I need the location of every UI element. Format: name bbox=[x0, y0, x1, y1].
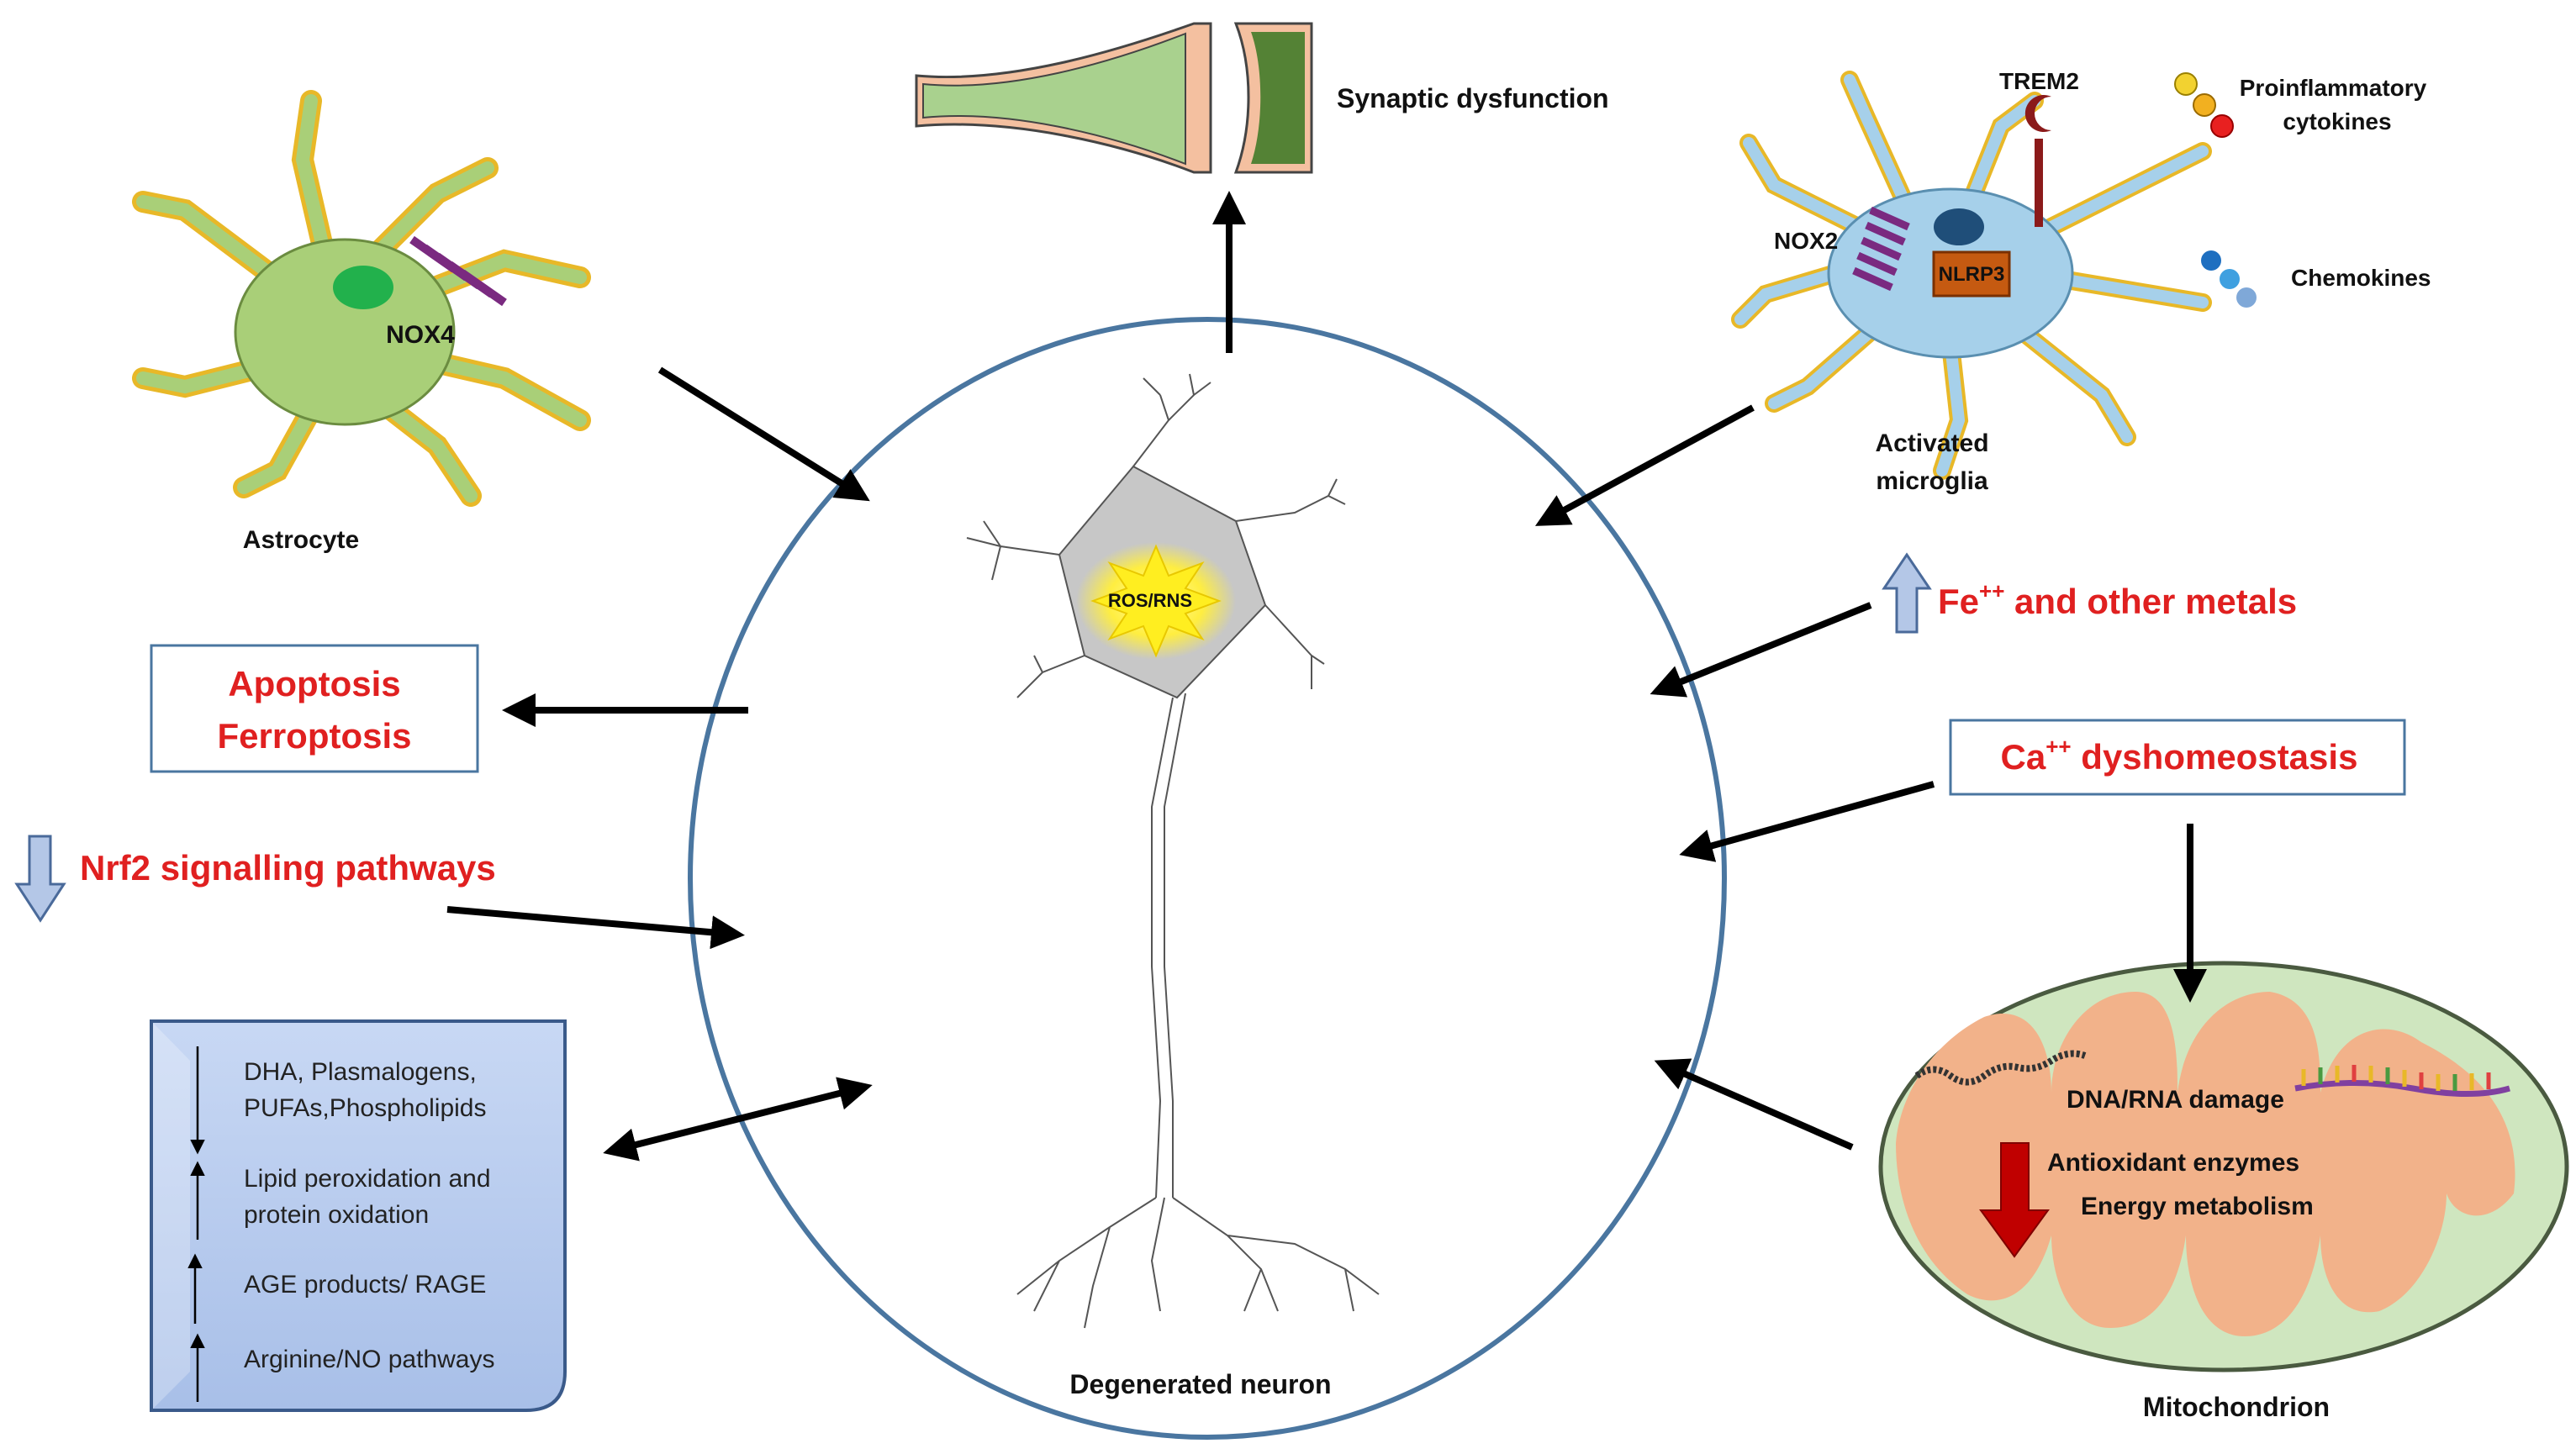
astrocyte-label: Astrocyte bbox=[243, 526, 359, 554]
svg-text:Fe++ and other metals: Fe++ and other metals bbox=[1938, 578, 2297, 621]
ros-burst bbox=[1090, 544, 1222, 658]
arrow-lipid-neuron-bidirectional bbox=[603, 1077, 873, 1162]
arrow-astrocyte-to-neuron bbox=[657, 366, 870, 502]
nlrp3-box bbox=[1932, 250, 2011, 298]
chemokines-label: Chemokines bbox=[2291, 265, 2431, 291]
arrow-ca-to-neuron bbox=[1679, 781, 1935, 862]
astrocyte-nucleus bbox=[333, 266, 393, 309]
mitochondrion-label: Mitochondrion bbox=[2143, 1392, 2330, 1422]
degenerated-neuron-label: Degenerated neuron bbox=[1069, 1369, 1331, 1399]
cytokines-label: cytokines bbox=[2283, 108, 2391, 134]
cytokine-dot bbox=[2210, 114, 2234, 138]
svg-text:Ca++ dyshomeostasis: Ca++ dyshomeostasis bbox=[2001, 734, 2358, 777]
lipid-item-4: Arginine/NO pathways bbox=[244, 1346, 494, 1373]
lipid-item-1-line1: DHA, Plasmalogens, bbox=[244, 1058, 477, 1086]
trem2-label: TREM2 bbox=[1999, 68, 2079, 94]
cytokine-dot bbox=[2193, 93, 2216, 117]
cytokine-dot bbox=[2174, 72, 2198, 96]
antioxidant-label: Antioxidant enzymes bbox=[2047, 1149, 2299, 1177]
rna-strand bbox=[2294, 1080, 2510, 1097]
activated-label: Activated bbox=[1875, 429, 1988, 457]
astrocyte: NOX4 Astrocyte bbox=[132, 90, 591, 554]
arrow-fe-to-neuron bbox=[1650, 602, 1872, 698]
nox2-label: NOX2 bbox=[1774, 228, 1838, 254]
trem2-hook bbox=[2024, 95, 2051, 132]
chemokine-dot bbox=[2220, 269, 2240, 289]
arrow-nrf2-to-neuron bbox=[446, 906, 745, 950]
nox4-helix bbox=[409, 235, 507, 307]
microglia-nucleus bbox=[1934, 208, 1984, 245]
chemokine-dot bbox=[2236, 287, 2257, 308]
nlrp3-label: NLRP3 bbox=[1939, 263, 2005, 286]
neuron: ROS/RNS Degenerated neuron bbox=[966, 373, 1380, 1399]
ca-dyshomeostasis-box: Ca++ dyshomeostasis bbox=[1949, 719, 2406, 796]
proinflammatory-label: Proinflammatory bbox=[2240, 75, 2427, 101]
fe-superscript: ++ bbox=[1979, 578, 2004, 603]
lipid-item-2-line2: protein oxidation bbox=[244, 1201, 429, 1229]
dna-damage-label: DNA/RNA damage bbox=[2067, 1086, 2284, 1114]
apoptosis-label: Apoptosis bbox=[228, 664, 400, 703]
ca-symbol: Ca bbox=[2001, 737, 2046, 777]
ros-label: ROS/RNS bbox=[1108, 590, 1192, 611]
ca-superscript: ++ bbox=[2045, 734, 2071, 759]
nox4-label: NOX4 bbox=[386, 321, 455, 349]
energy-label: Energy metabolism bbox=[2081, 1193, 2314, 1220]
lipid-item-2-line1: Lipid peroxidation and bbox=[244, 1165, 491, 1193]
neuron-circle bbox=[688, 317, 1727, 1440]
fe-up-arrow bbox=[1882, 552, 1932, 634]
synaptic-dysfunction-label: Synaptic dysfunction bbox=[1337, 83, 1609, 113]
lipid-item-1-line2: PUFAs,Phospholipids bbox=[244, 1094, 487, 1122]
chemokine-dot bbox=[2201, 250, 2221, 271]
fe-metals: Fe++ and other metals bbox=[1882, 552, 2297, 634]
mito-cristae bbox=[1896, 992, 2515, 1336]
microglia: NLRP3 NOX2 TREM2 Proinflammatory cytokin… bbox=[1731, 68, 2431, 495]
fe-rest: and other metals bbox=[2004, 582, 2297, 621]
rna-bases bbox=[2301, 1065, 2491, 1091]
nox2-helix bbox=[1852, 206, 1910, 292]
lipid-item-3: AGE products/ RAGE bbox=[244, 1271, 486, 1299]
mitochondrion: DNA/RNA damage Antioxidant enzymes Energ… bbox=[1878, 961, 2569, 1422]
fe-symbol: Fe bbox=[1938, 582, 1979, 621]
arrow-mito-to-neuron bbox=[1654, 1058, 1854, 1151]
nrf2-down-arrow bbox=[14, 835, 66, 923]
arrow-microglia-to-neuron bbox=[1534, 404, 1755, 526]
ca-rest: dyshomeostasis bbox=[2072, 737, 2358, 777]
arrows bbox=[446, 191, 2207, 1162]
microglia-label: microglia bbox=[1876, 467, 1988, 495]
lipid-box: DHA, Plasmalogens, PUFAs,Phospholipids L… bbox=[150, 1019, 567, 1412]
decrease-arrow bbox=[1979, 1142, 2050, 1258]
nrf2: Nrf2 signalling pathways bbox=[14, 835, 496, 923]
synapse: Synaptic dysfunction bbox=[915, 22, 1609, 174]
nrf2-label: Nrf2 signalling pathways bbox=[80, 848, 496, 888]
apoptosis-box: Apoptosis Ferroptosis bbox=[150, 644, 479, 773]
ferroptosis-label: Ferroptosis bbox=[217, 716, 411, 756]
